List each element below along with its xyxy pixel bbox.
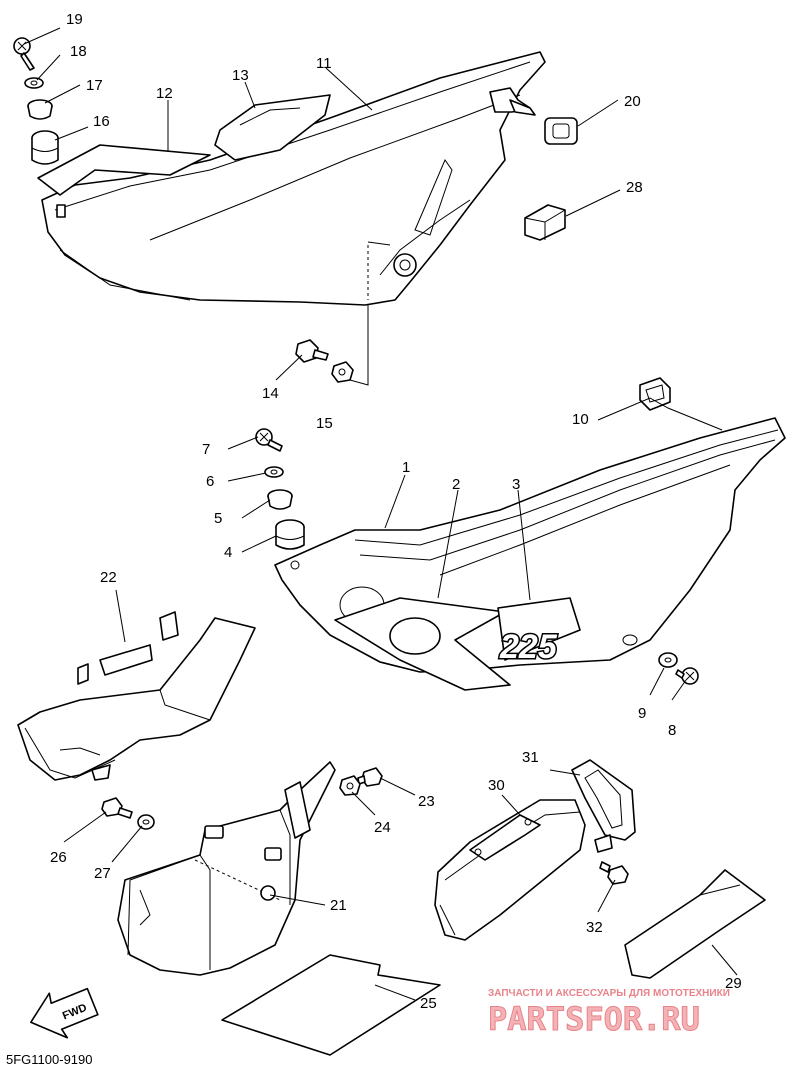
leader-lines — [23, 27, 738, 1001]
screw-8 — [675, 667, 699, 685]
callout-7: 7 — [202, 441, 210, 458]
mount-hole — [622, 634, 638, 646]
bolt-32 — [599, 861, 629, 885]
bracket-22 — [17, 611, 256, 781]
washer-9 — [658, 652, 678, 668]
bolt-26 — [101, 797, 133, 819]
callout-10: 10 — [572, 411, 589, 428]
callout-17: 17 — [86, 77, 103, 94]
watermark-tagline: ЗАПЧАСТИ И АКСЕССУАРЫ ДЛЯ МОТОТЕХНИКИ — [488, 988, 730, 999]
callout-22: 22 — [100, 569, 117, 586]
diagram-code: 5FG1100-9190 — [6, 1052, 93, 1067]
battery-box-21 — [117, 761, 336, 976]
callout-1: 1 — [402, 459, 410, 476]
callout-4: 4 — [224, 544, 232, 561]
watermark-brand: PARTSFOR.RU — [488, 1000, 700, 1038]
grommet-20 — [544, 117, 578, 145]
sheet-25 — [221, 954, 441, 1056]
callout-8: 8 — [668, 722, 676, 739]
callout-32: 32 — [586, 919, 603, 936]
nut-24 — [339, 775, 361, 796]
callout-19: 19 — [66, 11, 83, 28]
bolt-23 — [357, 767, 383, 787]
band-31 — [571, 759, 636, 853]
bolt-14 — [295, 339, 329, 363]
callout-5: 5 — [214, 510, 222, 527]
callout-14: 14 — [262, 385, 279, 402]
callout-11: 11 — [316, 55, 332, 72]
callout-31: 31 — [522, 749, 539, 766]
callout-24: 24 — [374, 819, 391, 836]
emblem-13 — [214, 94, 331, 161]
grommet-10 — [639, 377, 671, 411]
callout-16: 16 — [93, 113, 110, 130]
grommet-16 — [31, 130, 59, 165]
callout-25: 25 — [420, 995, 437, 1012]
tool-case-30 — [434, 799, 586, 941]
callout-26: 26 — [50, 849, 67, 866]
callout-6: 6 — [206, 473, 214, 490]
collar-5 — [267, 489, 293, 510]
callout-9: 9 — [638, 705, 646, 722]
callout-28: 28 — [626, 179, 643, 196]
graphic-strip-12 — [37, 144, 211, 196]
grommet-4 — [275, 519, 305, 550]
screw-19 — [13, 37, 35, 71]
decal-number: 225 — [499, 628, 558, 666]
callout-18: 18 — [70, 43, 87, 60]
callout-15: 15 — [316, 415, 333, 432]
callout-27: 27 — [94, 865, 111, 882]
callout-3: 3 — [512, 476, 520, 493]
fwd-arrow: FWD — [30, 987, 99, 1039]
washer-18 — [24, 77, 44, 89]
upper-side-cover — [41, 51, 546, 306]
screw-7 — [255, 428, 283, 452]
callout-2: 2 — [452, 476, 460, 493]
watermark: ЗАПЧАСТИ И АКСЕССУАРЫ ДЛЯ МОТОТЕХНИКИ PA… — [488, 988, 730, 1039]
callout-23: 23 — [418, 793, 435, 810]
nut-15 — [331, 361, 354, 383]
washer-27 — [137, 814, 155, 830]
callout-29: 29 — [725, 975, 742, 992]
callout-30: 30 — [488, 777, 505, 794]
tool-bag-29 — [624, 869, 766, 979]
graphic-2 — [334, 597, 511, 691]
collar-17 — [27, 99, 53, 120]
callout-21: 21 — [330, 897, 347, 914]
decal-3: 225 — [497, 597, 581, 668]
callout-20: 20 — [624, 93, 641, 110]
callout-13: 13 — [232, 67, 249, 84]
callout-labels: 19 18 17 16 12 13 11 20 28 14 15 10 1 2 … — [50, 11, 742, 1012]
damper-28 — [524, 204, 566, 241]
washer-6 — [264, 466, 284, 478]
callout-12: 12 — [156, 85, 173, 102]
